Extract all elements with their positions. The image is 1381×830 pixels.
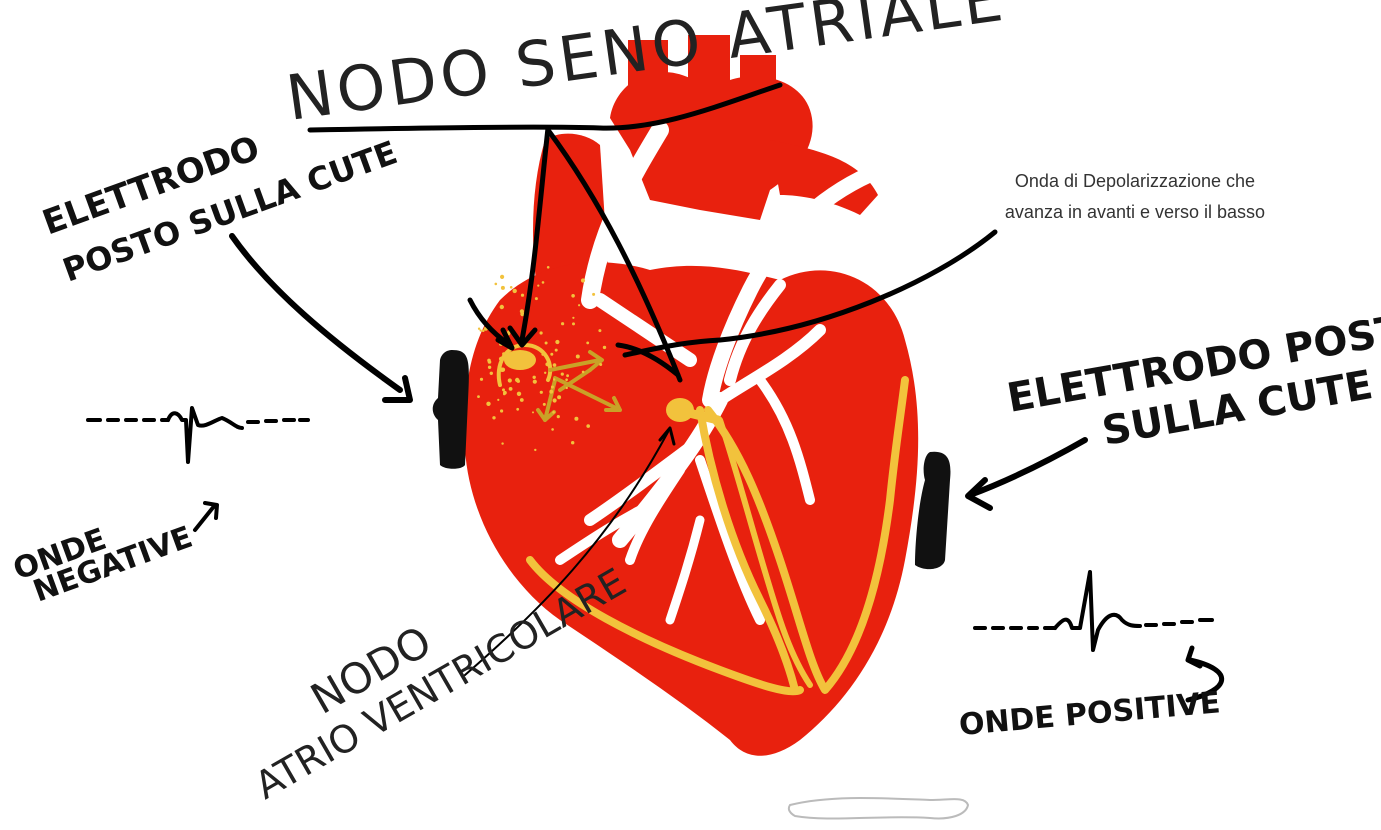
stipple-dot bbox=[488, 366, 491, 369]
stipple-dot bbox=[492, 416, 495, 419]
stipple-dot bbox=[561, 322, 564, 325]
stipple-dot bbox=[521, 294, 524, 297]
stipple-dot bbox=[553, 398, 557, 402]
stipple-dot bbox=[503, 393, 506, 396]
wave-caption-line2: avanza in avanti e verso il basso bbox=[940, 197, 1330, 228]
stipple-dot bbox=[482, 329, 485, 332]
stipple-dot bbox=[551, 386, 554, 389]
stipple-dot bbox=[488, 360, 492, 364]
stipple-dot bbox=[500, 409, 503, 412]
stipple-dot bbox=[581, 278, 585, 282]
wave-caption: Onda di Depolarizzazione che avanza in a… bbox=[940, 166, 1330, 228]
electrode-left bbox=[433, 350, 469, 469]
stipple-dot bbox=[480, 329, 482, 331]
stipple-dot bbox=[592, 293, 595, 296]
stipple-dot bbox=[571, 294, 575, 298]
stipple-dot bbox=[586, 342, 589, 345]
stipple-dot bbox=[508, 378, 512, 382]
ecg-trace-positive bbox=[975, 572, 1212, 650]
stipple-dot bbox=[537, 285, 539, 287]
stipple-dot bbox=[586, 424, 590, 428]
stipple-dot bbox=[517, 392, 521, 396]
electrode-right bbox=[915, 452, 950, 569]
stipple-dot bbox=[599, 363, 602, 366]
stipple-dot bbox=[547, 266, 550, 269]
stipple-dot bbox=[499, 357, 503, 361]
label-positive: ONDE POSITIVE bbox=[958, 685, 1222, 743]
stipple-dot bbox=[503, 356, 506, 359]
stipple-dot bbox=[571, 441, 574, 444]
stipple-dot bbox=[478, 328, 480, 330]
stipple-dot bbox=[572, 317, 574, 319]
stipple-dot bbox=[542, 281, 545, 284]
stipple-dot bbox=[540, 331, 543, 334]
stipple-dot bbox=[515, 378, 519, 382]
stipple-dot bbox=[574, 417, 578, 421]
stipple-dot bbox=[477, 395, 480, 398]
stipple-dot bbox=[545, 362, 549, 366]
stipple-dot bbox=[490, 372, 493, 375]
stipple-dot bbox=[480, 378, 483, 381]
stipple-dot bbox=[501, 286, 505, 290]
stipple-dot bbox=[578, 304, 580, 306]
stipple-dot bbox=[549, 390, 553, 394]
stipple-dot bbox=[500, 275, 504, 279]
stipple-dot bbox=[509, 387, 513, 391]
scribble-mark bbox=[789, 798, 968, 819]
stipple-dot bbox=[500, 305, 504, 309]
stipple-dot bbox=[550, 353, 553, 356]
ecg-trace-negative bbox=[88, 408, 308, 462]
stipple-dot bbox=[486, 402, 490, 406]
stipple-dot bbox=[603, 346, 606, 349]
stipple-dot bbox=[500, 368, 504, 372]
stipple-dot bbox=[553, 378, 555, 380]
stipple-dot bbox=[505, 351, 508, 354]
stipple-dot bbox=[544, 372, 546, 374]
stipple-dot bbox=[561, 373, 564, 376]
stipple-dot bbox=[533, 376, 536, 379]
stipple-dot bbox=[576, 355, 580, 359]
stipple-dot bbox=[553, 363, 557, 367]
stipple-dot bbox=[510, 286, 513, 289]
stipple-dot bbox=[551, 428, 554, 431]
wave-caption-line1: Onda di Depolarizzazione che bbox=[940, 166, 1330, 197]
stipple-dot bbox=[501, 442, 503, 444]
stipple-dot bbox=[541, 353, 544, 356]
stipple-dot bbox=[534, 449, 536, 451]
stipple-dot bbox=[545, 342, 548, 345]
stipple-dot bbox=[543, 403, 546, 406]
stipple-dot bbox=[495, 283, 498, 286]
stipple-dot bbox=[557, 395, 561, 399]
stipple-dot bbox=[566, 387, 568, 389]
stipple-dot bbox=[533, 380, 537, 384]
stipple-dot bbox=[565, 378, 568, 381]
stipple-dot bbox=[552, 411, 555, 414]
stipple-dot bbox=[502, 352, 505, 355]
stipple-dot bbox=[540, 391, 543, 394]
stipple-dot bbox=[532, 411, 534, 413]
stipple-dot bbox=[555, 340, 559, 344]
stipple-dot bbox=[516, 408, 519, 411]
stipple-dot bbox=[566, 374, 569, 377]
stipple-dot bbox=[582, 371, 585, 374]
stipple-dot bbox=[497, 399, 499, 401]
stipple-dot bbox=[572, 322, 575, 325]
stipple-dot bbox=[513, 289, 517, 293]
stipple-dot bbox=[557, 415, 560, 418]
stipple-dot bbox=[598, 329, 601, 332]
stipple-dot bbox=[520, 398, 524, 402]
stipple-dot bbox=[535, 297, 538, 300]
stipple-dot bbox=[555, 349, 558, 352]
